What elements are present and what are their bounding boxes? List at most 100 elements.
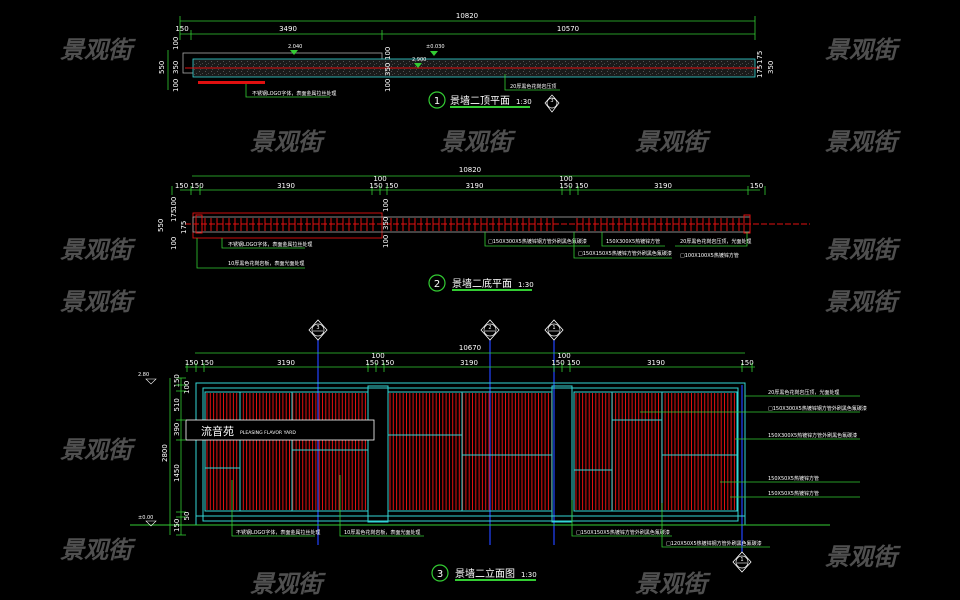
svg-text:1: 1 (740, 557, 743, 563)
wall-frame (202, 387, 739, 522)
dim: 100 (559, 175, 572, 183)
dim: 100 (384, 47, 392, 60)
note: □100X100X5热镀锌方管 (680, 252, 739, 259)
note: □120X50X5热镀锌钢方管外刷黑色氟碳漆 (666, 540, 762, 547)
section-symbol: 3 (544, 94, 560, 113)
note: 10厚黑色花岗岩板，表面光面处理 (228, 260, 304, 267)
view-number: 3 (437, 569, 443, 580)
note: 150X50X5热镀锌方管 (768, 490, 819, 497)
section-mark: 1 (732, 385, 752, 573)
view-title: 景墙二底平面 (452, 277, 512, 290)
dim: 100 (170, 237, 178, 250)
dim: 150 (575, 182, 588, 190)
dim: 390 (173, 423, 181, 436)
note: 150X300X5热镀锌方管 (606, 238, 660, 245)
dim: 100 (373, 175, 386, 183)
dim: 100 (382, 199, 390, 212)
top-plan: 10820 150 3490 10570 550 100 350 100 100… (158, 12, 775, 113)
watermark: 景观街 (825, 36, 901, 64)
sign-plate (185, 419, 375, 441)
dim: 150 (200, 359, 213, 367)
dim: 510 (173, 398, 181, 411)
wall-outline (195, 382, 746, 526)
watermark: 景观街 (60, 436, 136, 464)
dim: 100 (183, 381, 191, 394)
sign-english: PLEASING FLAVOR YARD (240, 430, 296, 436)
watermark: 景观街 (825, 128, 901, 156)
dim-total: 10820 (456, 12, 478, 20)
dim: 175 (180, 221, 188, 234)
note: 150X300X5热镀锌方管外刷黑色氟碳漆 (768, 432, 857, 439)
svg-text:2: 2 (488, 325, 491, 331)
dim: 3190 (277, 359, 295, 367)
dim: 150 (551, 359, 564, 367)
view-scale: 1:30 (516, 98, 532, 106)
note: 不锈钢LOGO字体，表面金属拉丝处理 (252, 90, 336, 97)
dim: 150 (381, 359, 394, 367)
dim: 3490 (279, 25, 297, 33)
watermark: 景观街 (250, 570, 326, 598)
dim: 350 (384, 63, 392, 76)
level: 2.900 (412, 57, 426, 63)
dim: 100 (172, 37, 180, 50)
note: 20厚黑色花岗岩压顶，光面处理 (680, 238, 751, 245)
watermark: 景观街 (440, 128, 516, 156)
note: □150X150X5热镀锌方管外刷黑色氟碳漆 (578, 250, 672, 257)
height-total: 2800 (161, 444, 169, 462)
watermark: 景观街 (635, 570, 711, 598)
view-number: 1 (434, 96, 440, 107)
dim: 175 (170, 209, 178, 222)
view-number: 2 (434, 279, 440, 290)
dim: 150 (559, 182, 572, 190)
view-scale: 1:30 (518, 281, 534, 289)
dim: 50 (183, 512, 191, 521)
dim: 150 (173, 374, 181, 387)
watermark: 景观街 (825, 543, 901, 571)
view-scale: 1:30 (521, 571, 537, 579)
timber-slats (206, 393, 735, 510)
section-mark: 2 (480, 319, 500, 545)
dim: 3190 (466, 182, 484, 190)
panel-frame (387, 391, 553, 512)
dim: 150 (369, 182, 382, 190)
dim: 100 (170, 197, 178, 210)
dim: 350 (382, 217, 390, 230)
view-title: 景墙二立面图 (455, 567, 515, 580)
dim-total: 10670 (459, 344, 481, 352)
level: 2.040 (288, 44, 302, 50)
steel-post (367, 385, 389, 523)
watermark: 景观街 (60, 36, 136, 64)
note: □150X300X5热镀锌钢方管外刷黑色氟碳漆 (768, 405, 867, 412)
dim: 100 (172, 79, 180, 92)
dim: 175 (756, 65, 764, 78)
note: 20厚黑色花岗岩压顶，光面处理 (768, 389, 839, 396)
level: 2.80 (138, 372, 149, 378)
dim: 1450 (173, 464, 181, 482)
section-mark: 1 (544, 319, 564, 545)
dim: 100 (557, 352, 570, 360)
dim: 3190 (277, 182, 295, 190)
dim: 3190 (647, 359, 665, 367)
dim: 100 (382, 235, 390, 248)
dim: 150 (175, 25, 188, 33)
dim: 10570 (557, 25, 579, 33)
dim: 100 (384, 79, 392, 92)
panel-frame (204, 391, 369, 512)
watermarks: 景观街 景观街 景观街 景观街 景观街 景观街 景观街 景观街 景观街 景观街 … (60, 36, 901, 598)
dim: 175 (756, 51, 764, 64)
watermark: 景观街 (825, 288, 901, 316)
note: 150X50X5热镀锌方管 (768, 475, 819, 482)
steel-post (551, 385, 573, 523)
dim: 100 (371, 352, 384, 360)
dim: 150 (365, 359, 378, 367)
level: ±0.00 (138, 515, 153, 521)
dim: 150 (185, 359, 198, 367)
watermark: 景观街 (60, 536, 136, 564)
svg-text:3: 3 (316, 325, 319, 331)
dim: 150 (567, 359, 580, 367)
dim: 350 (172, 61, 180, 74)
svg-text:1: 1 (552, 325, 555, 331)
dim: 150 (175, 182, 188, 190)
